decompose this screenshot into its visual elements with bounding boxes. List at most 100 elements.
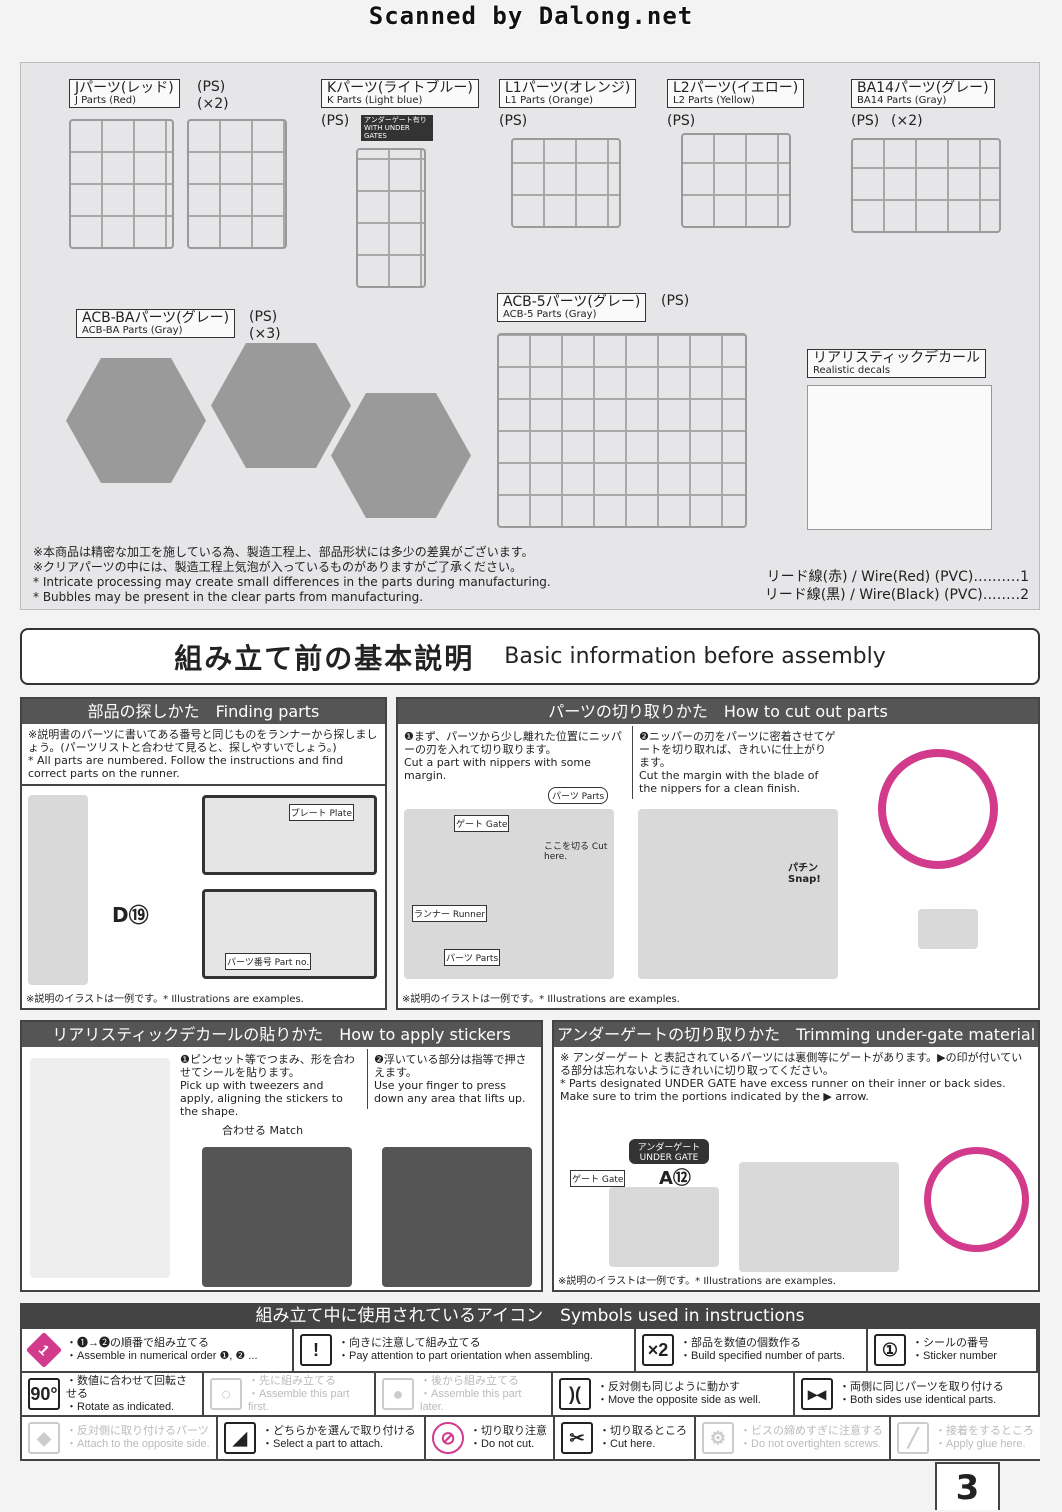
symbol-jp: ・後から組み立てる xyxy=(420,1374,519,1387)
quantity: (×2) xyxy=(891,113,923,129)
note: * Intricate processing may create small … xyxy=(33,575,551,589)
symbol-jp: ・先に組み立てる xyxy=(248,1374,336,1387)
symbol-en: ・Assemble this part later. xyxy=(420,1387,522,1413)
caption: ※説明のイラストは一例です。* Illustrations are exampl… xyxy=(26,994,304,1005)
do-not-icon xyxy=(924,1147,1029,1252)
step1-en: Cut a part with nippers with some margin… xyxy=(404,756,591,782)
symbol-icon: 1 xyxy=(25,1331,63,1369)
manufacturing-notes: ※本商品は精密な加工を施している為、製造工程上、部品形状には多少の差異がございま… xyxy=(33,545,551,605)
symbol-jp: ・どちらかを選んで取り付ける xyxy=(262,1425,416,1437)
part-label-acb-ba: ACB-BAパーツ(グレー)ACB-BA Parts (Gray) xyxy=(76,309,236,339)
symbol-item: ◢・どちらかを選んで取り付ける・Select a part to attach. xyxy=(218,1417,424,1459)
do-not-icon xyxy=(878,749,998,869)
symbol-en: ・Sticker number xyxy=(912,1350,997,1362)
parts-list: Jパーツ(レッド)J Parts (Red) (PS) (×2) Kパーツ(ライ… xyxy=(20,62,1040,610)
cutting-panel: パーツの切り取りかた How to cut out parts ❶まず、パーツか… xyxy=(396,697,1040,1010)
step1-en: Pick up with tweezers and apply, alignin… xyxy=(180,1079,343,1118)
symbol-item: ╱ ・接着をするところ・Apply glue here. xyxy=(891,1417,1040,1459)
symbol-jp: ・接着をするところ xyxy=(935,1425,1034,1437)
symbol-icon: ○ xyxy=(210,1378,242,1410)
scan-watermark: Scanned by Dalong.net xyxy=(368,2,694,30)
symbol-icon: ① xyxy=(874,1334,906,1366)
panel-title: 部品の探しかた Finding parts xyxy=(22,699,385,724)
symbol-jp: ・両側に同じパーツを取り付ける xyxy=(839,1381,1004,1393)
decal-sheet xyxy=(807,385,992,530)
material: (PS) xyxy=(197,79,226,95)
part-code: A⑫ xyxy=(659,1168,691,1189)
label-parts-bubble: パーツ Parts xyxy=(548,787,609,804)
part-label-l1: L1パーツ(オレンジ)L1 Parts (Orange) xyxy=(499,79,637,109)
symbol-icon: ⊘ xyxy=(432,1422,464,1454)
symbol-en: ・Move the opposite side as well. xyxy=(597,1394,761,1406)
runner-acb-ba-3 xyxy=(331,393,471,518)
decal-sheet-illustration xyxy=(30,1058,170,1278)
runner-j xyxy=(69,119,174,249)
symbol-en: ・Do not overtighten screws. xyxy=(740,1438,882,1450)
symbol-icon: 90° xyxy=(28,1378,60,1410)
symbol-en: ・Apply glue here. xyxy=(935,1438,1026,1450)
symbol-item: !・向きに注意して組み立てる・Pay attention to part ori… xyxy=(294,1329,634,1371)
finger-illustration xyxy=(382,1147,532,1287)
symbol-jp: ・切り取り注意 xyxy=(470,1425,547,1437)
symbol-icon: ×2 xyxy=(642,1334,674,1366)
part-label-l2: L2パーツ(イエロー)L2 Parts (Yellow) xyxy=(667,79,805,109)
symbol-icon: ! xyxy=(300,1334,332,1366)
label-gate: ゲート Gate xyxy=(454,815,510,832)
symbol-item: ●・後から組み立てる・Assemble this part later. xyxy=(376,1373,551,1415)
symbol-jp: ・シールの番号 xyxy=(912,1337,989,1349)
text-en: * Parts designated UNDER GATE have exces… xyxy=(560,1077,1006,1103)
runner-illustration: ゲート Gate ここを切る Cut here. ランナー Runner パーツ… xyxy=(404,809,614,979)
material: (PS) xyxy=(249,309,278,325)
symbol-jp: ・数値に合わせて回転させる xyxy=(66,1374,187,1400)
caption: ※説明のイラストは一例です。* Illustrations are exampl… xyxy=(402,994,680,1005)
symbol-en: ・Assemble this part first. xyxy=(248,1387,350,1413)
symbol-jp: ・反対側も同じように動かす xyxy=(597,1381,740,1393)
runner-l2 xyxy=(681,133,791,228)
symbol-en: ・Both sides use identical parts. xyxy=(839,1394,997,1406)
label-runner: ランナー Runner xyxy=(412,905,488,922)
step2-en: Cut the margin with the blade of the nip… xyxy=(639,769,819,795)
material: (PS) xyxy=(661,293,690,309)
symbol-icon: ✂ xyxy=(561,1422,593,1454)
page-number: 3 xyxy=(935,1462,1000,1510)
symbol-item: ○ ・先に組み立てる・Assemble this part first. xyxy=(204,1373,374,1415)
symbol-en: ・Build specified number of parts. xyxy=(680,1350,846,1362)
nipper-illustration: パチン Snap! xyxy=(638,809,838,979)
panel-title: パーツの切り取りかた How to cut out parts xyxy=(398,699,1038,724)
label-gate: ゲート Gate xyxy=(570,1170,626,1187)
symbol-icon: ▸◂ xyxy=(801,1378,833,1410)
material: (PS) xyxy=(667,113,696,129)
part-label-acb-5: ACB-5パーツ(グレー)ACB-5 Parts (Gray) xyxy=(497,293,647,323)
panel-title: 組み立て中に使用されているアイコン Symbols used in instru… xyxy=(255,1306,805,1326)
model-illustration xyxy=(28,795,88,985)
symbol-item: )( ・反対側も同じように動かす・Move the opposite side a… xyxy=(553,1373,793,1415)
note: ※本商品は精密な加工を施している為、製造工程上、部品形状には多少の差異がございま… xyxy=(33,545,534,559)
symbol-icon: ◢ xyxy=(224,1422,256,1454)
note: ※クリアパーツの中には、製造工程上気泡が入っているものがありますがご了承ください… xyxy=(33,560,522,574)
symbol-item: ✂・切り取るところ・Cut here. xyxy=(555,1417,694,1459)
step2-jp: ❷ニッパーの刃をパーツに密着させてゲートを切り取れば、きれいに仕上がります。 xyxy=(639,730,836,769)
label-part-no: パーツ番号 Part no. xyxy=(225,953,312,970)
label-plate: プレート Plate xyxy=(288,804,354,821)
symbol-icon: ⚙ xyxy=(702,1422,734,1454)
step2-en: Use your finger to press down any area t… xyxy=(374,1079,526,1105)
partno-closeup: パーツ番号 Part no. xyxy=(202,889,377,979)
section-title-jp: 組み立て前の基本説明 xyxy=(174,641,475,675)
text-en: * All parts are numbered. Follow the ins… xyxy=(28,754,344,780)
stickers-panel: リアリスティックデカールの貼りかた How to apply stickers … xyxy=(20,1020,543,1292)
material: (PS) xyxy=(851,113,880,129)
symbol-icon: )( xyxy=(559,1378,591,1410)
symbol-item: ⊘・切り取り注意・Do not cut. xyxy=(426,1417,553,1459)
symbol-row: 90°・数値に合わせて回転させる・Rotate as indicated. ○ ・先… xyxy=(22,1373,1038,1415)
symbols-panel: 組み立て中に使用されているアイコン Symbols used in instru… xyxy=(20,1303,1040,1461)
symbol-en: ・Rotate as indicated. xyxy=(66,1400,175,1413)
symbol-icon: ╱ xyxy=(897,1422,929,1454)
runner-j-2 xyxy=(187,119,287,249)
symbol-jp: ・❶→❷の順番で組み立てる xyxy=(66,1337,209,1349)
quantity: (×2) xyxy=(197,96,229,112)
part-illustration xyxy=(609,1187,719,1267)
panel-title: アンダーゲートの切り取りかた Trimming under-gate mater… xyxy=(554,1022,1038,1047)
caption: ※説明のイラストは一例です。* Illustrations are exampl… xyxy=(558,1276,836,1287)
text-jp: ※ アンダーゲート と表記されているパーツには裏側等にゲートがあります。▶の印が… xyxy=(560,1051,1023,1077)
quantity: (×3) xyxy=(249,326,281,342)
